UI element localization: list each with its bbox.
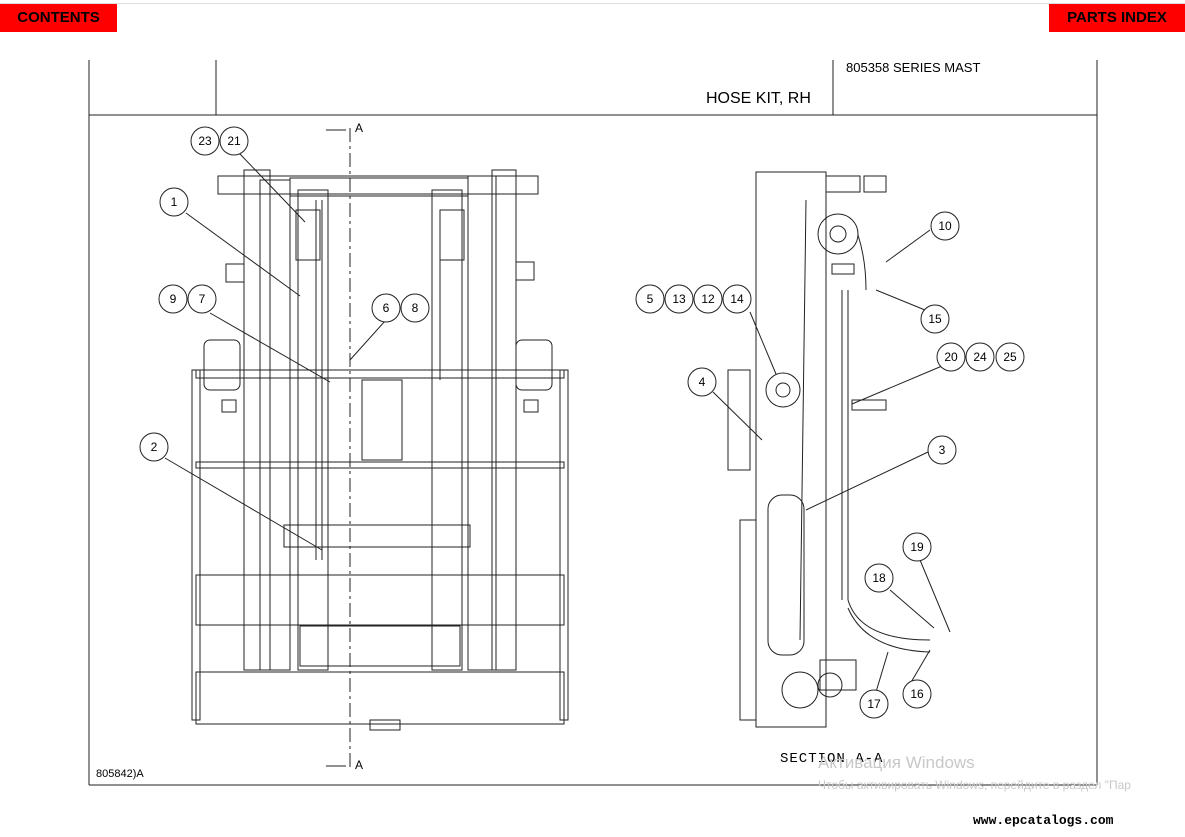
callout-23: 23 [198, 134, 212, 148]
site-url[interactable]: www.epcatalogs.com [973, 813, 1114, 828]
callout-3: 3 [939, 443, 946, 457]
callout-9: 9 [170, 292, 177, 306]
callout-12: 12 [701, 292, 715, 306]
top-border-line [0, 3, 1185, 4]
callout-14: 14 [730, 292, 744, 306]
section-label: SECTION A-A [780, 751, 884, 767]
activation-watermark-text: Чтобы активировать Windows, перейдите в … [818, 778, 1131, 792]
callout-1: 1 [171, 195, 178, 209]
callout-21: 21 [227, 134, 241, 148]
callout-10: 10 [938, 219, 952, 233]
activation-watermark-title: Активация Windows [818, 753, 975, 772]
callout-2: 2 [151, 440, 158, 454]
contents-button[interactable]: CONTENTS [0, 4, 117, 32]
parts-index-button[interactable]: PARTS INDEX [1049, 4, 1185, 32]
callout-19: 19 [910, 540, 924, 554]
section-marker-bottom: A [355, 758, 364, 772]
callout-20: 20 [944, 350, 958, 364]
callout-4: 4 [699, 375, 706, 389]
callout-25: 25 [1003, 350, 1017, 364]
callout-8: 8 [412, 301, 419, 315]
section-marker-top: A [355, 121, 364, 135]
callout-15: 15 [928, 312, 942, 326]
drawing-title: HOSE KIT, RH [706, 90, 811, 107]
callout-5: 5 [647, 292, 654, 306]
callout-18: 18 [872, 571, 886, 585]
drawing-number: 805842)A [96, 768, 144, 780]
callout-24: 24 [973, 350, 987, 364]
callout-6: 6 [383, 301, 390, 315]
series-label: 805358 SERIES MAST [846, 60, 981, 75]
callout-7: 7 [199, 292, 206, 306]
callout-17: 17 [867, 697, 881, 711]
callout-13: 13 [672, 292, 686, 306]
callout-16: 16 [910, 687, 924, 701]
